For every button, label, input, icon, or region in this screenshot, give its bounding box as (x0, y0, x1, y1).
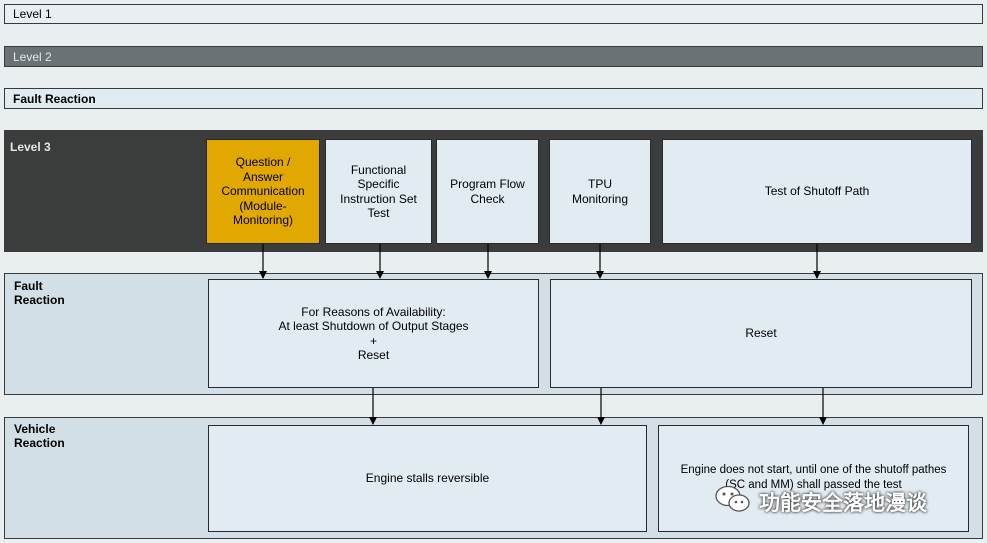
tpu-monitoring-box: TPU Monitoring (549, 139, 651, 244)
watermark-text: 功能安全落地漫谈 (759, 490, 927, 515)
availability-reaction-box: For Reasons of Availability: At least Sh… (208, 279, 539, 388)
engine-does-not-start-box: Engine does not start, until one of the … (658, 425, 969, 532)
fault-reaction-top-band: Fault Reaction (4, 88, 983, 109)
level1-band: Level 1 (4, 4, 983, 24)
vehicle-reaction-label: Vehicle Reaction (14, 422, 65, 450)
instruction-set-test-box: Functional Specific Instruction Set Test (325, 139, 432, 244)
fault-reaction-label: Fault Reaction (14, 279, 65, 307)
fault-reaction-top-label: Fault Reaction (13, 92, 96, 106)
level2-band: Level 2 (4, 46, 983, 67)
program-flow-check-box: Program Flow Check (436, 139, 539, 244)
wechat-icon (713, 484, 753, 519)
question-answer-box: Question / Answer Communication (Module-… (206, 139, 320, 244)
engine-stalls-box: Engine stalls reversible (208, 425, 647, 532)
reset-box: Reset (550, 279, 972, 388)
level1-label: Level 1 (13, 7, 52, 21)
shutoff-path-test-box: Test of Shutoff Path (662, 139, 972, 244)
level2-label: Level 2 (13, 50, 52, 64)
level3-label: Level 3 (10, 140, 51, 154)
watermark: 功能安全落地漫谈 (713, 484, 927, 519)
